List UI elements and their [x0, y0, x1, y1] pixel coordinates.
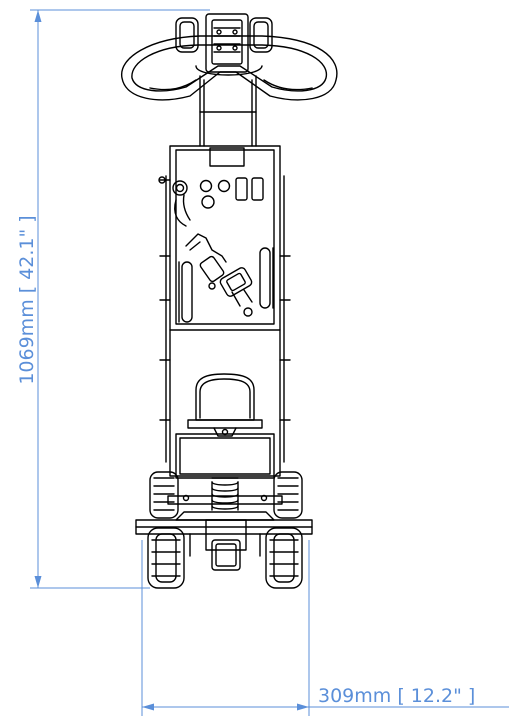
battery-box — [175, 433, 275, 479]
width-arrow-right — [297, 703, 309, 711]
axle-frame — [135, 494, 313, 571]
chassis-body — [158, 145, 291, 477]
height-dimension — [30, 9, 210, 589]
steering-column — [199, 75, 257, 167]
width-dimension — [141, 540, 509, 716]
vehicle-front-view — [121, 13, 338, 589]
width-arrow-left — [142, 703, 154, 711]
height-arrow-top — [34, 10, 42, 22]
tiller-handle — [121, 13, 338, 101]
right-wheel — [265, 471, 303, 589]
height-arrow-bottom — [34, 576, 42, 588]
height-label: 1069mm [ 42.1" ] — [16, 215, 38, 384]
control-panel — [172, 177, 264, 227]
seat — [187, 373, 263, 437]
left-wheel — [147, 471, 185, 589]
plug-assembly — [185, 233, 253, 317]
side-slots — [178, 247, 274, 323]
suspension-spring — [211, 477, 239, 511]
width-label: 309mm [ 12.2" ] — [318, 685, 475, 707]
